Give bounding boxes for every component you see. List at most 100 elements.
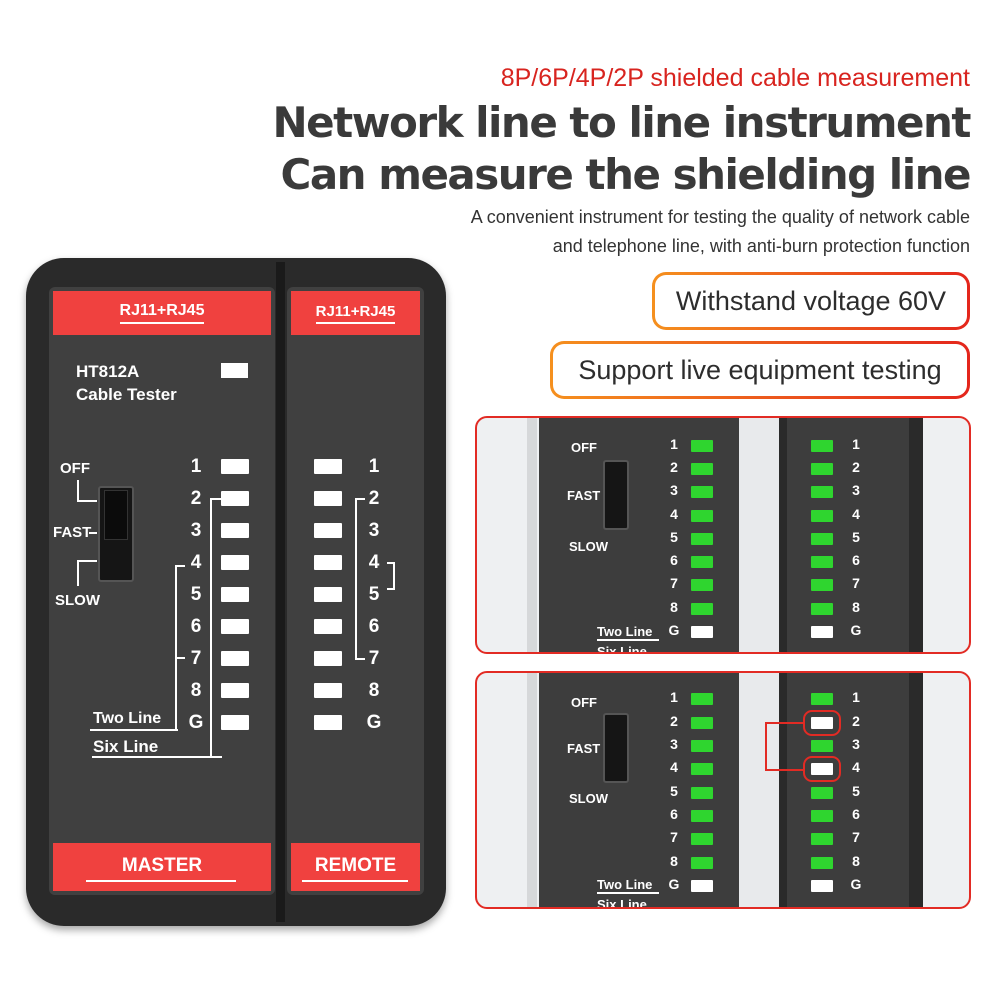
detail-master-pin: 7 bbox=[670, 829, 678, 845]
speed-switch-knob[interactable] bbox=[104, 490, 128, 540]
detail-remote-pin: 6 bbox=[852, 806, 860, 822]
master-label-underline bbox=[86, 880, 236, 882]
detail-gap bbox=[739, 418, 779, 652]
master-pin-number: 5 bbox=[190, 584, 202, 605]
detail-master-led bbox=[691, 693, 713, 705]
detail-remote-led bbox=[811, 787, 833, 799]
detail-remote-led bbox=[811, 603, 833, 615]
detail-view-normal: OFF FAST SLOW Two Line Six Line 1 2 3 4 … bbox=[475, 416, 971, 654]
detail-two-line-underline bbox=[597, 892, 659, 894]
detail-master-pin: 3 bbox=[670, 482, 678, 498]
detail-switch-fast: FAST bbox=[567, 741, 601, 756]
remote-pin-led bbox=[314, 491, 342, 506]
detail-two-line-underline bbox=[597, 639, 659, 641]
detail-master-pin: 5 bbox=[670, 529, 678, 545]
detail-remote-led bbox=[811, 556, 833, 568]
master-pin-number: 3 bbox=[190, 520, 202, 541]
detail-remote-pin: 7 bbox=[852, 829, 860, 845]
two-line-label: Two Line bbox=[93, 710, 162, 727]
switch-off-label: OFF bbox=[60, 460, 90, 477]
detail-switch-slow: SLOW bbox=[569, 791, 608, 806]
remote-4-5-bracket bbox=[387, 562, 395, 590]
remote-port-band: RJ11+RJ45 bbox=[291, 291, 420, 335]
remote-port-label: RJ11+RJ45 bbox=[315, 303, 396, 324]
detail-master-pin: 4 bbox=[670, 759, 678, 775]
feature-live-testing-badge: Support live equipment testing bbox=[550, 341, 970, 399]
six-line-underline bbox=[92, 756, 212, 758]
detail-speed-switch bbox=[603, 460, 629, 530]
detail-remote-pin: 1 bbox=[852, 689, 860, 705]
description-line-2: and telephone line, with anti-burn prote… bbox=[552, 236, 970, 256]
master-label: MASTER bbox=[121, 855, 203, 876]
detail-remote-panel bbox=[787, 418, 909, 652]
detail-remote-pin: 3 bbox=[852, 482, 860, 498]
detail-remote-pin: 6 bbox=[852, 552, 860, 568]
remote-pin-number: 5 bbox=[368, 584, 380, 605]
master-pin-led bbox=[221, 491, 249, 506]
detail-master-pin: 5 bbox=[670, 783, 678, 799]
remote-pin-led bbox=[314, 651, 342, 666]
detail-remote-led-fault bbox=[811, 763, 833, 775]
detail-switch-fast: FAST bbox=[567, 488, 601, 503]
remote-pin-number: 1 bbox=[368, 456, 380, 477]
master-pin-number: 2 bbox=[190, 488, 202, 509]
detail-remote-pin: 8 bbox=[852, 853, 860, 869]
master-pin-led bbox=[221, 587, 249, 602]
master-port-band: RJ11+RJ45 bbox=[53, 291, 271, 335]
detail-remote-pin: G bbox=[850, 876, 862, 892]
detail-remote-pin: 8 bbox=[852, 599, 860, 615]
detail-remote-led bbox=[811, 463, 833, 475]
two-line-underline bbox=[90, 729, 178, 731]
remote-pin-number: 2 bbox=[368, 488, 380, 509]
detail-speed-switch bbox=[603, 713, 629, 783]
detail-master-led bbox=[691, 533, 713, 545]
detail-remote-pin: 3 bbox=[852, 736, 860, 752]
detail-master-pin: 8 bbox=[670, 853, 678, 869]
detail-master-pin: 2 bbox=[670, 459, 678, 475]
detail-seam bbox=[779, 673, 787, 907]
remote-pin-led bbox=[314, 555, 342, 570]
detail-master-pin: 1 bbox=[670, 689, 678, 705]
detail-switch-slow: SLOW bbox=[569, 539, 608, 554]
detail-master-led bbox=[691, 763, 713, 775]
detail-view-crossed: OFF FAST SLOW Two Line Six Line 1 2 3 4 … bbox=[475, 671, 971, 909]
detail-master-led bbox=[691, 787, 713, 799]
detail-remote-pin: 4 bbox=[852, 759, 860, 775]
master-pin-led bbox=[221, 619, 249, 634]
switch-fast-tick bbox=[89, 532, 97, 534]
detail-remote-led bbox=[811, 693, 833, 705]
detail-master-led bbox=[691, 880, 713, 892]
fault-connector-vertical bbox=[765, 722, 767, 771]
detail-six-line-label: Six Line bbox=[597, 644, 647, 654]
detail-master-pin: 1 bbox=[670, 436, 678, 452]
model-description: Cable Tester bbox=[76, 385, 177, 404]
remote-pin-led bbox=[314, 587, 342, 602]
detail-remote-led bbox=[811, 833, 833, 845]
detail-master-pin: 8 bbox=[670, 599, 678, 615]
master-pin-led bbox=[221, 683, 249, 698]
detail-master-pin: 4 bbox=[670, 506, 678, 522]
master-pin-number: 7 bbox=[190, 648, 202, 669]
detail-master-led bbox=[691, 556, 713, 568]
detail-two-line-label: Two Line bbox=[597, 624, 653, 639]
detail-seam bbox=[779, 418, 787, 652]
detail-remote-pin: 2 bbox=[852, 713, 860, 729]
master-pin-led bbox=[221, 715, 249, 730]
detail-gap bbox=[739, 673, 779, 907]
remote-label-band: REMOTE bbox=[291, 843, 420, 891]
detail-master-led bbox=[691, 740, 713, 752]
detail-remote-led bbox=[811, 740, 833, 752]
detail-master-pin: 7 bbox=[670, 575, 678, 591]
master-label-band: MASTER bbox=[53, 843, 271, 891]
detail-master-led bbox=[691, 833, 713, 845]
subtitle: 8P/6P/4P/2P shielded cable measurement bbox=[500, 64, 970, 92]
headline-line-1: Network line to line instrument bbox=[272, 98, 971, 147]
detail-remote-led bbox=[811, 440, 833, 452]
detail-master-led bbox=[691, 579, 713, 591]
detail-master-led bbox=[691, 717, 713, 729]
switch-fast-label: FAST bbox=[53, 524, 92, 541]
master-pin-number: 4 bbox=[190, 552, 202, 573]
detail-switch-off: OFF bbox=[571, 695, 597, 710]
detail-remote-pin: 7 bbox=[852, 575, 860, 591]
detail-remote-led bbox=[811, 857, 833, 869]
